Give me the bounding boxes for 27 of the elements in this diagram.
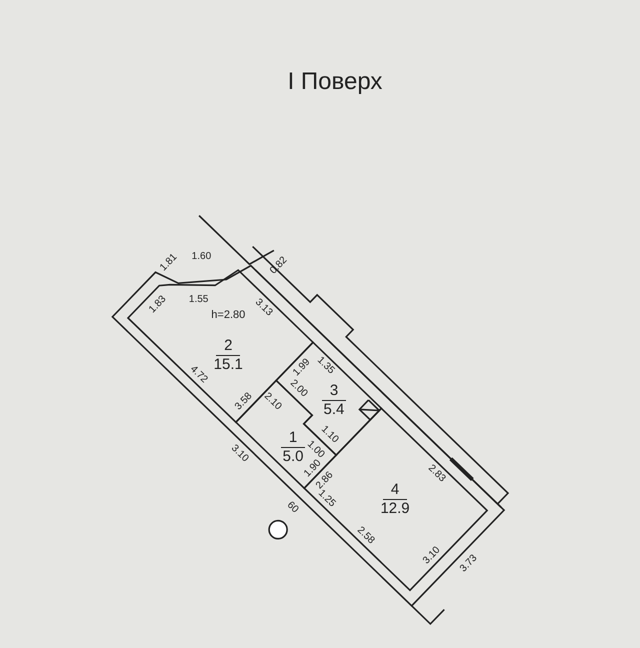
- dimension-label: 1.35: [314, 354, 336, 376]
- room-number: 3: [322, 382, 346, 401]
- dimension-label: 3.10: [229, 443, 252, 465]
- dimension-label: 1.60: [192, 251, 212, 262]
- room-number: 4: [382, 481, 408, 500]
- ceiling-height: h=2.80: [211, 308, 246, 321]
- dimension-label: 2.83: [426, 463, 448, 485]
- room-area: 15.1: [214, 356, 243, 373]
- dimension-label: 3.73: [458, 552, 480, 574]
- dimension-label: 3.58: [232, 390, 254, 412]
- dimension-label: 3.13: [253, 296, 275, 318]
- dimension-label: 2.00: [288, 378, 310, 400]
- dimension-label: 2.10: [262, 391, 284, 412]
- room-area: 5.4: [324, 400, 344, 418]
- dimension-label: 1.81: [158, 251, 179, 273]
- dimension-label: 2.58: [354, 525, 376, 547]
- dimension-label: 0.82: [268, 255, 290, 277]
- floor-title: І Поверх: [286, 68, 384, 96]
- dimension-label: 1.25: [316, 488, 338, 510]
- room-area: 5.0: [282, 448, 304, 465]
- dimension-label: 4.72: [188, 364, 210, 386]
- room-number: 2: [216, 336, 240, 356]
- room-number: 1: [280, 428, 306, 448]
- room-area: 12.9: [380, 500, 410, 518]
- dimension-label: 60: [284, 500, 300, 516]
- dimension-label: 1.55: [188, 294, 208, 306]
- dimension-label: 3.10: [420, 544, 442, 566]
